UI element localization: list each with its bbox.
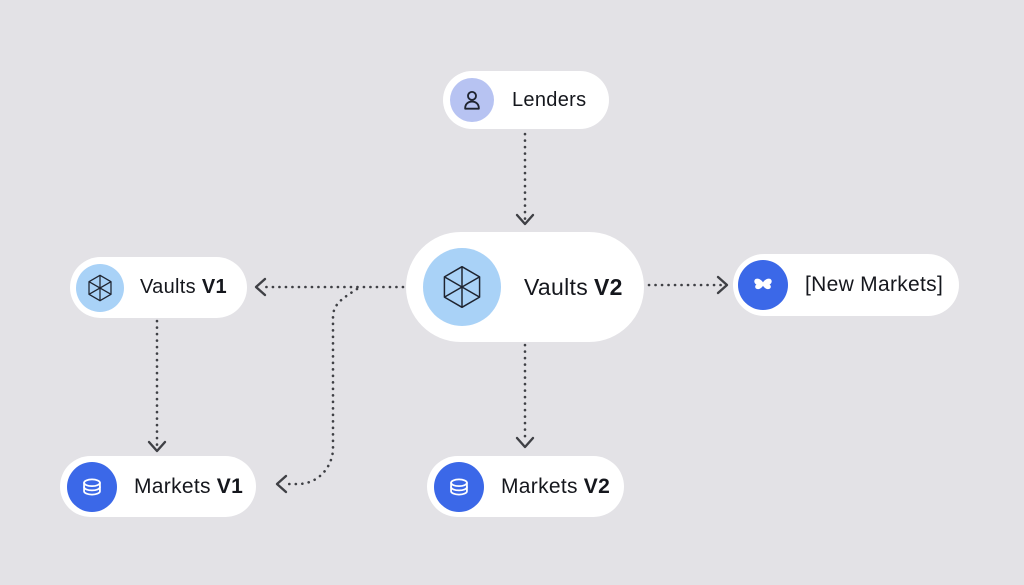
- hexagon-cube-icon: [85, 273, 115, 303]
- new-markets-badge: [738, 260, 788, 310]
- arrowhead-down-vaults-v2: [515, 213, 535, 226]
- lenders-badge: [450, 78, 494, 122]
- edge-vaults-v2-to-markets-v1: [281, 287, 359, 486]
- hexagon-cube-icon: [438, 263, 486, 311]
- node-lenders: Lenders: [443, 71, 609, 129]
- arrowhead-down-markets-v2: [515, 436, 535, 449]
- database-icon: [445, 473, 473, 501]
- butterfly-icon: [749, 271, 777, 299]
- vaults-v1-badge: [76, 263, 124, 312]
- node-new-markets: [New Markets]: [733, 254, 959, 316]
- arrowhead-left-vaults-v1: [254, 277, 267, 297]
- arrowhead-right-new-markets: [716, 275, 729, 295]
- node-new-markets-label: [New Markets]: [805, 273, 944, 296]
- markets-v1-badge: [67, 461, 117, 512]
- vaults-v2-badge: [423, 248, 501, 326]
- user-icon: [459, 87, 485, 113]
- node-lenders-label: Lenders: [512, 88, 587, 111]
- markets-v2-badge: [434, 461, 484, 512]
- database-icon: [78, 473, 106, 501]
- arrowhead-down-markets-v1: [147, 440, 167, 453]
- arrowhead-left-markets-v1: [275, 474, 288, 494]
